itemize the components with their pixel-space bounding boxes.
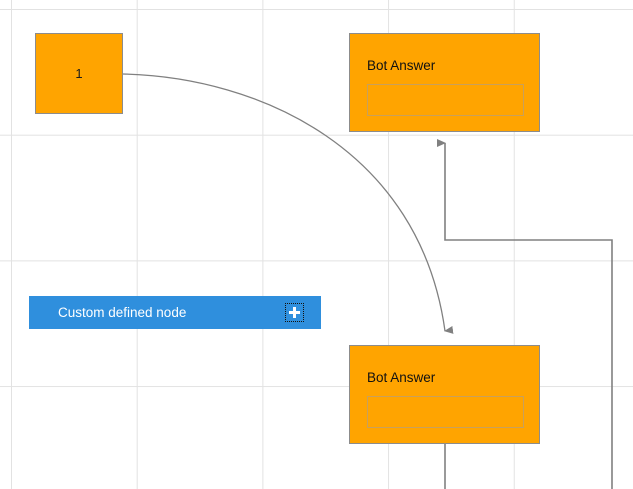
- node-start[interactable]: 1: [35, 33, 123, 114]
- plus-icon[interactable]: [285, 303, 304, 322]
- plus-icon-vertical: [293, 307, 296, 318]
- node-bot-answer-top-title: Bot Answer: [367, 58, 436, 73]
- custom-defined-node-bar[interactable]: Custom defined node: [29, 296, 321, 329]
- node-bot-answer-bottom-field[interactable]: [367, 396, 524, 428]
- node-bot-answer-bottom-title: Bot Answer: [367, 370, 436, 385]
- custom-defined-node-label: Custom defined node: [58, 304, 187, 320]
- node-bot-answer-bottom[interactable]: Bot Answer: [349, 345, 540, 444]
- node-bot-answer-top[interactable]: Bot Answer: [349, 33, 540, 132]
- connector-curve-start-to-bottom-bot-answer: [122, 73, 454, 334]
- connector-bus-right: [437, 139, 613, 489]
- node-start-label: 1: [75, 66, 83, 81]
- node-bot-answer-top-field[interactable]: [367, 84, 524, 116]
